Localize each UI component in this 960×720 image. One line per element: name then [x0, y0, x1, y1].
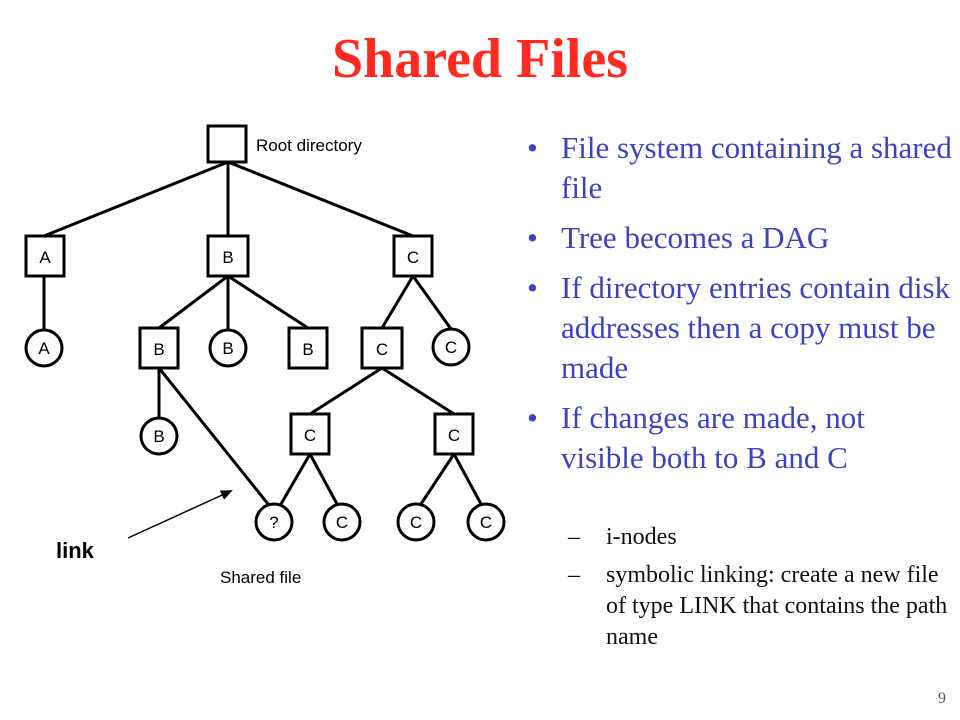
file-node-c3 [396, 502, 436, 542]
bullet-list: • File system containing a shared file •… [525, 128, 955, 488]
root-directory-label: Root directory [256, 136, 362, 155]
bullet-item: • If directory entries contain disk addr… [525, 268, 955, 388]
edge-c-c1 [411, 274, 453, 331]
edge-b-bsub [157, 274, 230, 330]
edge-csub-cleft [308, 366, 384, 416]
shared-file-node [254, 502, 294, 542]
directory-node-b [206, 234, 250, 278]
shared-file-caption: Shared file [220, 568, 301, 587]
edge-b-b2 [226, 274, 310, 330]
directory-node-b2 [287, 326, 329, 370]
bullet-marker: • [527, 270, 538, 305]
directory-node-c-label: C [407, 248, 419, 267]
directory-node-c-left-label: C [304, 426, 316, 445]
edge-root-a [42, 160, 230, 238]
shared-file-node-label: ? [269, 513, 278, 532]
slide-title: Shared Files [331, 28, 629, 90]
sub-bullet-item: – symbolic linking: create a new file of… [568, 560, 958, 653]
edge-cright-c3 [419, 452, 456, 506]
root-directory-node [206, 124, 248, 164]
bullet-item: • File system containing a shared file [525, 128, 955, 208]
bullet-marker: • [527, 130, 538, 165]
file-node-c1 [431, 327, 471, 367]
bullet-text: If directory entries contain disk addres… [561, 270, 951, 385]
bullet-item: • If changes are made, not visible both … [525, 398, 955, 478]
bullet-marker: • [527, 220, 538, 255]
directory-node-a [24, 234, 66, 278]
directory-node-b-sub-label: B [153, 340, 164, 359]
sub-bullet-marker: – [568, 524, 580, 550]
sub-bullet-text: symbolic linking: create a new file of t… [606, 562, 948, 650]
sub-bullet-list: – i-nodes – symbolic linking: create a n… [568, 522, 958, 660]
file-system-dag-diagram: Root directory A B C A B B B C C B C C ?… [24, 124, 506, 587]
diagram-edges [42, 160, 483, 506]
bullet-item: • Tree becomes a DAG [525, 218, 955, 258]
bullet-text: Tree becomes a DAG [561, 220, 830, 255]
directory-node-a-label: A [39, 248, 51, 267]
file-node-b1-label: B [222, 339, 233, 358]
directory-node-c-sub [360, 326, 404, 370]
edge-c-csub [380, 274, 415, 330]
file-node-c4-label: C [480, 513, 492, 532]
edge-csub-cright [380, 366, 456, 416]
directory-node-b-sub [138, 326, 180, 370]
sub-bullet-text: i-nodes [606, 524, 677, 550]
bullet-marker: • [527, 400, 538, 435]
edge-bsub-shared [157, 366, 270, 506]
file-node-b1 [208, 328, 248, 368]
edge-cright-c4 [452, 452, 483, 506]
file-node-a [24, 328, 64, 368]
file-node-c1-label: C [445, 338, 457, 357]
directory-node-c-left [289, 412, 331, 456]
directory-node-c-right [433, 412, 475, 456]
file-node-b3-label: B [153, 427, 164, 446]
edge-cleft-shared [279, 452, 312, 506]
edge-cleft-c2 [308, 452, 339, 506]
sub-bullet-marker: – [568, 562, 580, 588]
file-node-c2-label: C [336, 513, 348, 532]
bullet-text: If changes are made, not visible both to… [561, 400, 865, 475]
directory-node-b-label: B [222, 248, 233, 267]
file-node-b3 [139, 416, 179, 456]
page-number: 9 [938, 690, 946, 707]
link-label: link [56, 538, 95, 563]
file-node-c3-label: C [410, 513, 422, 532]
directory-node-b2-label: B [302, 340, 313, 359]
edge-root-c [226, 160, 415, 238]
directory-node-c-sub-label: C [376, 340, 388, 359]
file-node-c4 [466, 502, 506, 542]
link-arrow [127, 490, 233, 539]
sub-bullet-item: – i-nodes [568, 522, 958, 553]
bullet-text: File system containing a shared file [561, 130, 952, 205]
directory-node-c [392, 234, 434, 278]
file-node-c2 [322, 502, 362, 542]
directory-node-c-right-label: C [448, 426, 460, 445]
file-node-a-label: A [38, 339, 50, 358]
